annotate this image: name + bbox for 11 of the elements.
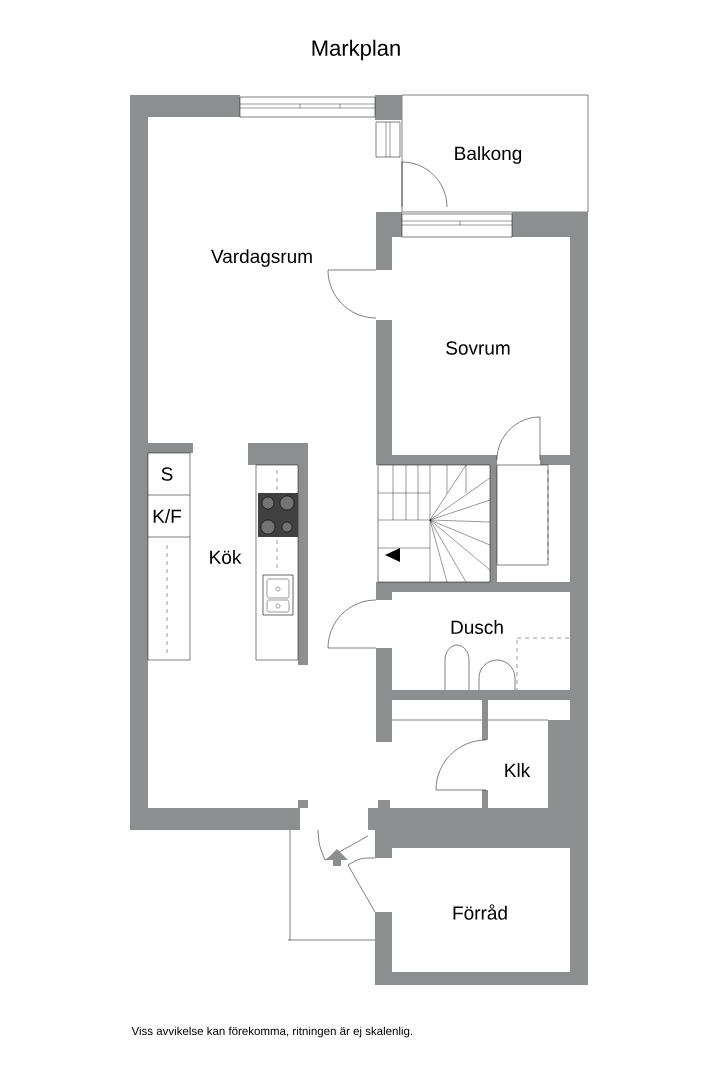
room-label: K/F bbox=[153, 509, 181, 523]
caption: Viss avvikelse kan förekomma, ritningen är ej skalenlig. bbox=[131, 1026, 413, 1038]
room-label: Dusch bbox=[451, 620, 503, 634]
room-label: Förråd bbox=[453, 904, 507, 920]
room-label: S bbox=[161, 467, 173, 481]
room-label: Klk bbox=[505, 763, 531, 777]
room-label: Sovrum bbox=[446, 341, 510, 355]
room-label: Balkong bbox=[455, 146, 522, 164]
room-label: Vardagsrum bbox=[211, 249, 312, 267]
room-label: Kök bbox=[210, 550, 242, 564]
title: Markplan bbox=[312, 39, 400, 61]
